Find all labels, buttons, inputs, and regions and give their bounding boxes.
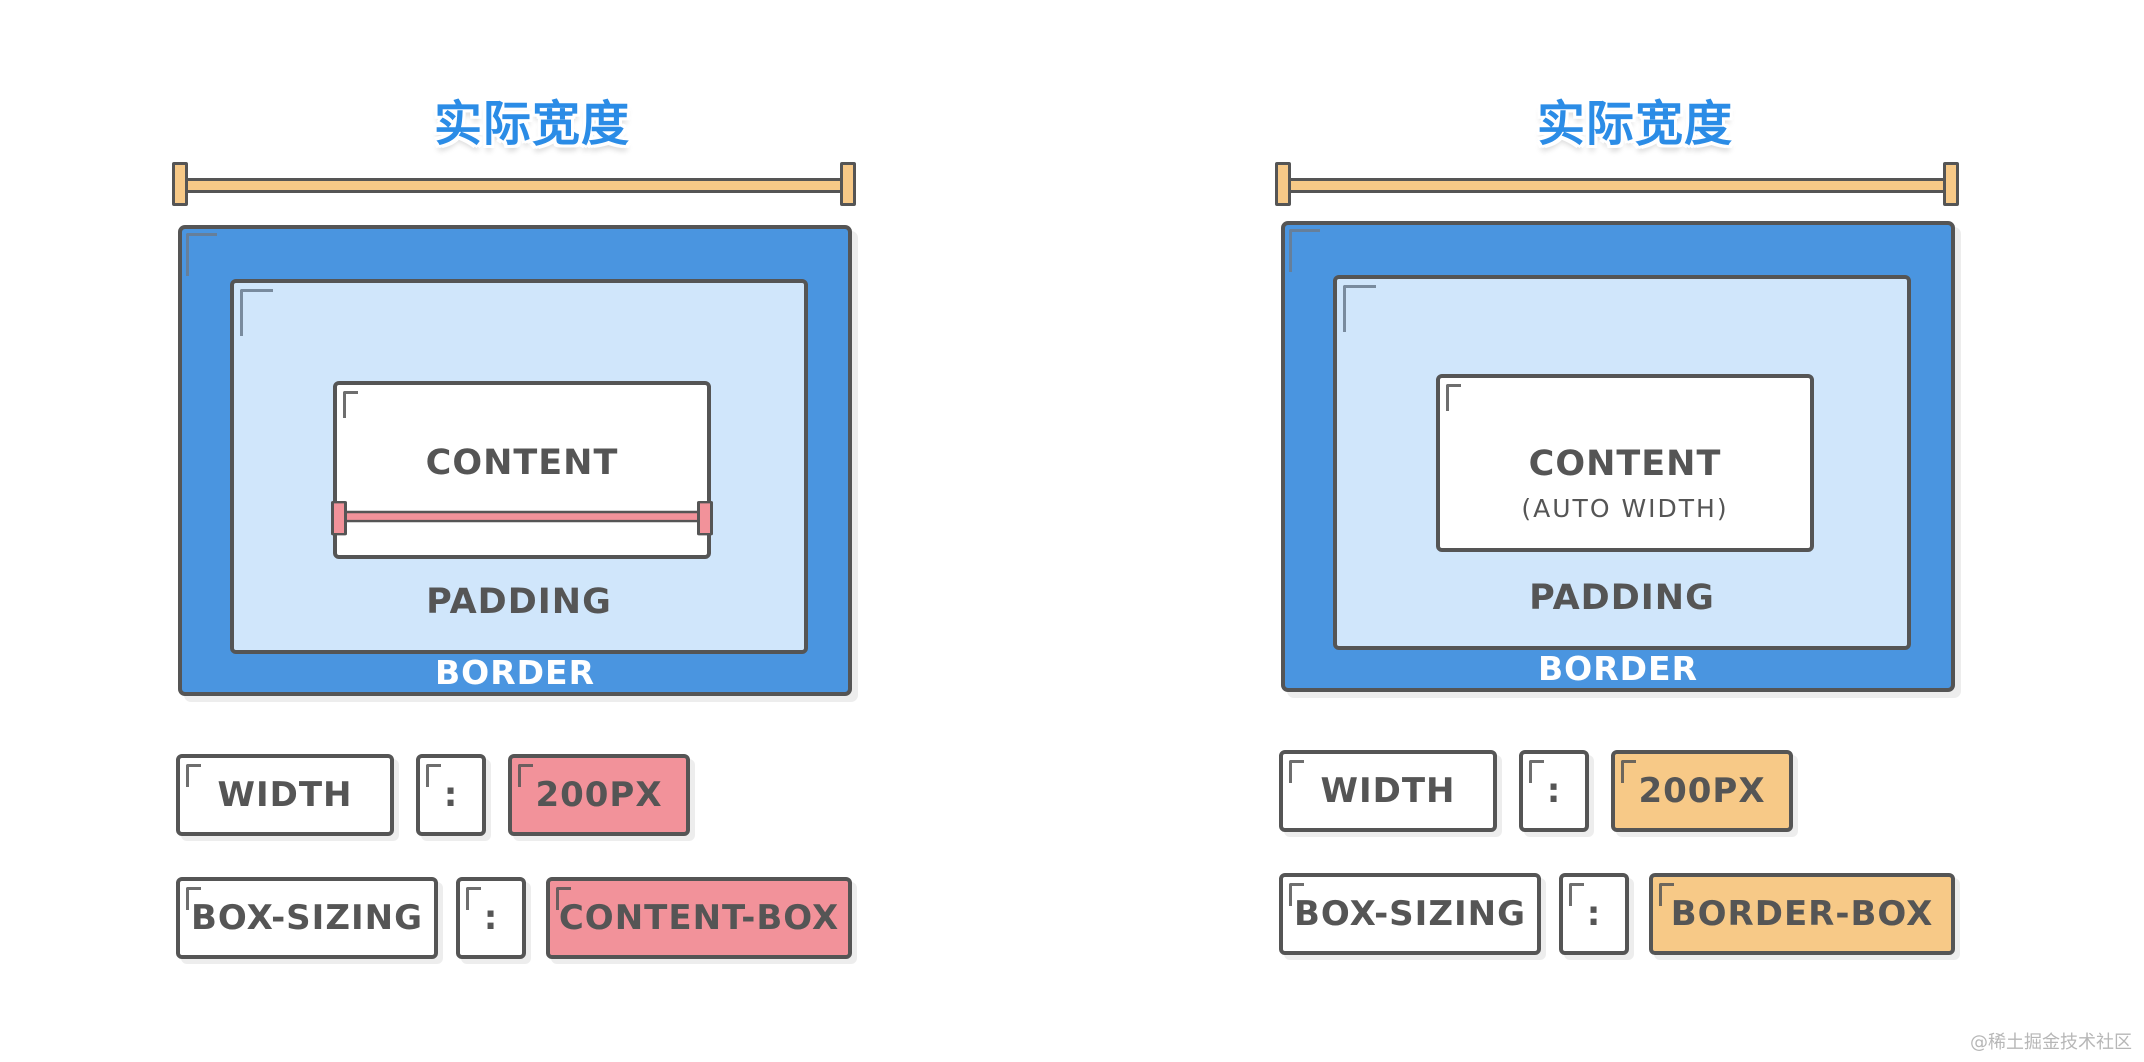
border-area: CONTENT PADDING BORDER <box>178 225 852 696</box>
corner-mark <box>1529 760 1544 783</box>
content-area: CONTENT <box>331 381 713 559</box>
actual-width-title: 实际宽度 <box>433 96 630 152</box>
colon-chip: : <box>1519 750 1589 832</box>
width-value-chip: 200PX <box>1611 750 1793 832</box>
corner-mark <box>343 391 358 418</box>
ruler-cap-left <box>1275 162 1291 206</box>
corner-mark <box>518 764 533 787</box>
ruler-cap-right <box>697 500 713 536</box>
padding-area: CONTENT PADDING <box>230 279 808 654</box>
padding-label: PADDING <box>426 582 612 622</box>
content-sublabel: (AUTO WIDTH) <box>1521 494 1729 523</box>
ruler-cap-left <box>331 500 347 536</box>
actual-width-ruler <box>1275 162 1959 206</box>
content-label: CONTENT <box>425 443 619 483</box>
colon-separator: : <box>483 898 499 938</box>
border-box-diagram: 实际宽度 CONTENT (AUTO WIDTH) PADDING BORDER… <box>1275 0 1995 1000</box>
ruler-cap-left <box>172 162 188 206</box>
corner-mark <box>556 887 571 910</box>
box-sizing-property-label: BOX-SIZING <box>1294 894 1526 934</box>
corner-mark <box>186 764 201 787</box>
width-property-label: WIDTH <box>217 775 353 815</box>
colon-separator: : <box>443 775 459 815</box>
corner-mark <box>240 289 273 336</box>
ruler-bar <box>1279 178 1955 193</box>
content-label: CONTENT <box>1528 444 1722 484</box>
width-property-chip: WIDTH <box>176 754 394 836</box>
corner-mark <box>186 233 217 276</box>
width-property-chip: WIDTH <box>1279 750 1497 832</box>
width-value-label: 200PX <box>535 775 663 815</box>
corner-mark <box>1343 285 1376 332</box>
content-area: CONTENT (AUTO WIDTH) <box>1436 374 1814 552</box>
corner-mark <box>1446 384 1461 411</box>
corner-mark <box>1289 883 1304 906</box>
corner-mark <box>1289 229 1320 272</box>
box-sizing-value-label: CONTENT-BOX <box>558 898 840 938</box>
corner-mark <box>1659 883 1674 906</box>
padding-area: CONTENT (AUTO WIDTH) PADDING <box>1333 275 1911 650</box>
content-box-diagram: 实际宽度 CONTENT PADDING BORDER WIDTH <box>172 0 892 1000</box>
padding-label: PADDING <box>1529 578 1715 618</box>
box-sizing-value-chip: BORDER-BOX <box>1649 873 1955 955</box>
corner-mark <box>466 887 481 910</box>
box-sizing-property-chip: BOX-SIZING <box>176 877 438 959</box>
watermark-text: @稀土掘金技术社区 <box>1970 1032 2132 1053</box>
corner-mark <box>186 887 201 910</box>
border-label: BORDER <box>1538 649 1698 688</box>
colon-chip: : <box>1559 873 1629 955</box>
corner-mark <box>426 764 441 787</box>
ruler-bar <box>176 178 852 193</box>
corner-mark <box>1621 760 1636 783</box>
colon-separator: : <box>1586 894 1602 934</box>
content-width-ruler <box>331 500 713 537</box>
width-property-label: WIDTH <box>1320 771 1456 811</box>
box-sizing-property-chip: BOX-SIZING <box>1279 873 1541 955</box>
width-value-label: 200PX <box>1638 771 1766 811</box>
colon-separator: : <box>1546 771 1562 811</box>
actual-width-ruler <box>172 162 856 206</box>
colon-chip: : <box>416 754 486 836</box>
ruler-cap-right <box>1943 162 1959 206</box>
ruler-bar <box>335 510 709 523</box>
border-label: BORDER <box>435 653 595 692</box>
actual-width-title: 实际宽度 <box>1536 96 1733 152</box>
colon-chip: : <box>456 877 526 959</box>
ruler-cap-right <box>840 162 856 206</box>
box-sizing-property-label: BOX-SIZING <box>191 898 423 938</box>
border-area: CONTENT (AUTO WIDTH) PADDING BORDER <box>1281 221 1955 692</box>
box-sizing-value-chip: CONTENT-BOX <box>546 877 852 959</box>
corner-mark <box>1569 883 1584 906</box>
corner-mark <box>1289 760 1304 783</box>
box-sizing-value-label: BORDER-BOX <box>1670 894 1934 934</box>
width-value-chip: 200PX <box>508 754 690 836</box>
